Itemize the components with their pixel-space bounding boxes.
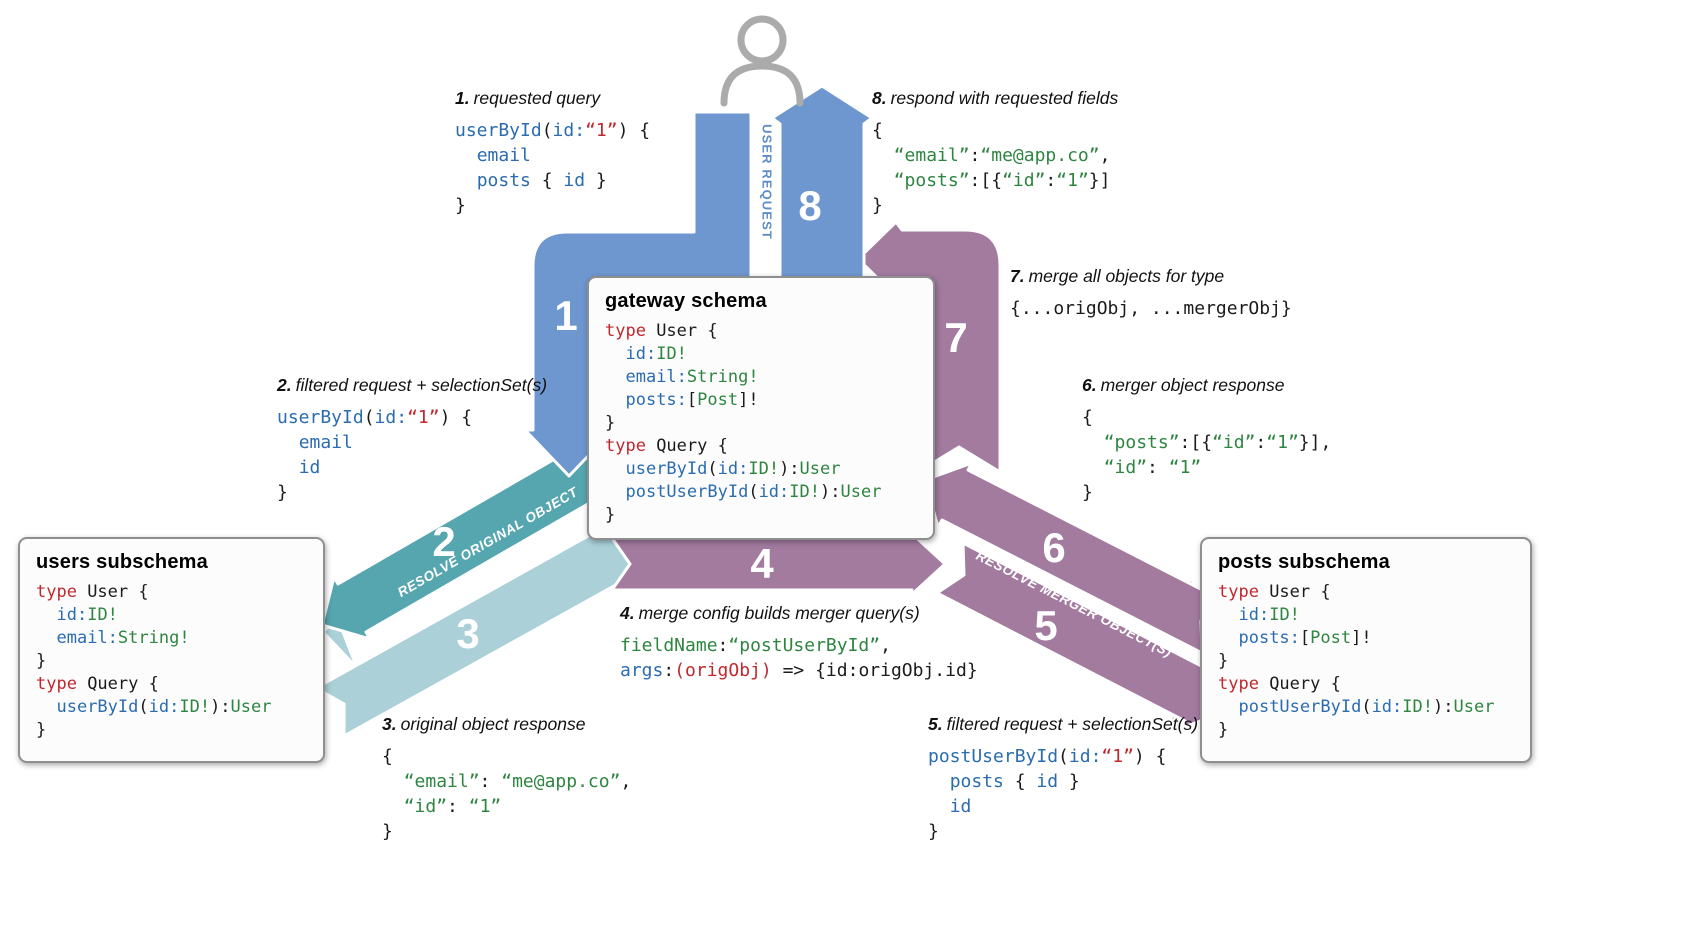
- annotation-step-4: 4.merge config builds merger query(s) fi…: [620, 603, 978, 683]
- annotation-step-7: 7.merge all objects for type {...origObj…: [1010, 266, 1292, 321]
- annotation-step-1: 1.requested query userById(id:“1”) { ema…: [455, 88, 650, 218]
- merger-query-band: [610, 528, 947, 600]
- annotation-step-5: 5.filtered request + selectionSet(s) pos…: [928, 714, 1198, 844]
- gateway-schema-title: gateway schema: [605, 290, 767, 312]
- posts-subschema-code: type User { id:ID! posts:[Post]!}type Qu…: [1218, 582, 1495, 740]
- annotation-step-3-code: { “email”: “me@app.co”, “id”: “1”}: [382, 746, 632, 842]
- users-subschema-box: users subschema type User { id:ID! email…: [18, 537, 325, 763]
- step-2-badge: 2: [432, 518, 455, 565]
- annotation-step-7-code: {...origObj, ...mergerObj}: [1010, 298, 1292, 319]
- annotation-step-8-code: { “email”:“me@app.co”, “posts”:[{“id”:“1…: [872, 120, 1111, 216]
- user-request-label: USER REQUEST: [760, 124, 775, 240]
- annotation-step-3-heading: 3.original object response: [382, 714, 586, 734]
- annotation-step-2-heading: 2.filtered request + selectionSet(s): [277, 375, 548, 395]
- users-subschema-code: type User { id:ID! email:String!}type Qu…: [36, 582, 272, 740]
- annotation-step-8: 8.respond with requested fields { “email…: [872, 88, 1118, 218]
- step-8-badge: 8: [798, 182, 821, 229]
- annotation-step-4-heading: 4.merge config builds merger query(s): [620, 603, 920, 623]
- annotation-step-7-heading: 7.merge all objects for type: [1010, 266, 1225, 286]
- posts-subschema-title: posts subschema: [1218, 551, 1390, 573]
- step-1-badge: 1: [554, 292, 577, 339]
- step-7-badge: 7: [944, 314, 967, 361]
- annotation-step-8-heading: 8.respond with requested fields: [872, 88, 1119, 108]
- annotation-step-6: 6.merger object response { “posts”:[{“id…: [1082, 375, 1331, 505]
- step-4-badge: 4: [750, 540, 774, 587]
- annotation-step-2: 2.filtered request + selectionSet(s) use…: [277, 375, 547, 505]
- gateway-schema-code: type User { id:ID! email:String! posts:[…: [605, 321, 882, 525]
- user-icon: [720, 15, 804, 107]
- gateway-schema-box: gateway schema type User { id:ID! email:…: [587, 276, 935, 540]
- step-6-badge: 6: [1042, 524, 1065, 571]
- step-3-badge: 3: [456, 610, 479, 657]
- annotation-step-1-code: userById(id:“1”) { email posts { id }}: [455, 120, 651, 216]
- annotation-step-1-heading: 1.requested query: [455, 88, 601, 108]
- annotation-step-6-code: { “posts”:[{“id”:“1”}], “id”: “1”}: [1082, 407, 1332, 503]
- annotation-step-3: 3.original object response { “email”: “m…: [382, 714, 631, 844]
- annotation-step-2-code: userById(id:“1”) { email id}: [277, 407, 473, 503]
- annotation-step-4-code: fieldName:“postUserById”,args:(origObj) …: [620, 635, 978, 681]
- user-request-up-band: [770, 84, 874, 302]
- annotation-step-5-heading: 5.filtered request + selectionSet(s): [928, 714, 1199, 734]
- annotation-step-6-heading: 6.merger object response: [1082, 375, 1285, 395]
- users-subschema-title: users subschema: [36, 551, 208, 573]
- posts-subschema-box: posts subschema type User { id:ID! posts…: [1200, 537, 1532, 763]
- annotation-step-5-code: postUserById(id:“1”) { posts { id } id}: [928, 746, 1167, 842]
- step-5-badge: 5: [1034, 602, 1057, 649]
